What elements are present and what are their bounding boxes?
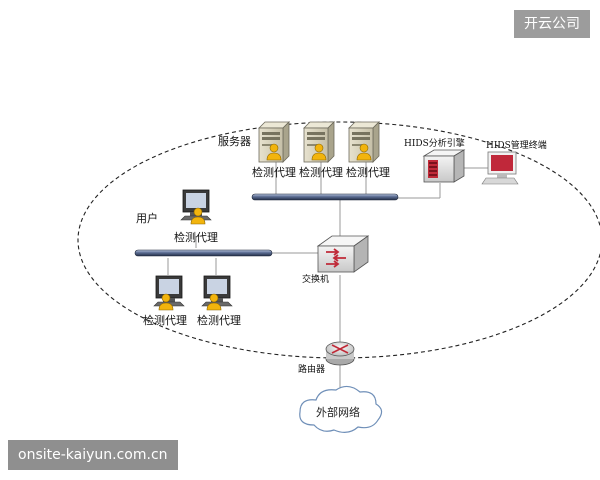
label-agent-server-1: 检测代理 xyxy=(252,165,296,179)
label-agent-server-3: 检测代理 xyxy=(346,165,390,179)
hids-engine xyxy=(422,149,466,183)
user-bus xyxy=(134,249,273,257)
label-users: 用户 xyxy=(136,211,158,225)
user-pc-right xyxy=(201,275,233,311)
label-external-network: 外部网络 xyxy=(316,405,360,419)
label-agent-user-top: 检测代理 xyxy=(174,230,218,244)
label-hids-terminal: HIDS管理终端 xyxy=(486,139,547,151)
label-switch: 交换机 xyxy=(302,273,329,285)
site-watermark: onsite-kaiyun.com.cn xyxy=(8,440,178,470)
server-3 xyxy=(348,121,380,163)
switch xyxy=(316,235,370,273)
hids-terminal xyxy=(481,151,519,185)
company-badge: 开云公司 xyxy=(514,10,590,38)
label-hids-engine: HIDS分析引擎 xyxy=(404,137,465,149)
user-pc-top xyxy=(180,189,212,225)
server-2 xyxy=(303,121,335,163)
user-pc-left xyxy=(153,275,185,311)
server-1 xyxy=(258,121,290,163)
label-agent-user-right: 检测代理 xyxy=(197,313,241,327)
label-agent-server-2: 检测代理 xyxy=(299,165,343,179)
router xyxy=(325,341,355,366)
server-bus xyxy=(251,193,399,201)
connection-lines xyxy=(167,162,488,390)
label-router: 路由器 xyxy=(298,363,325,375)
external-cloud xyxy=(299,385,383,433)
label-agent-user-left: 检测代理 xyxy=(143,313,187,327)
label-servers: 服务器 xyxy=(218,135,251,148)
